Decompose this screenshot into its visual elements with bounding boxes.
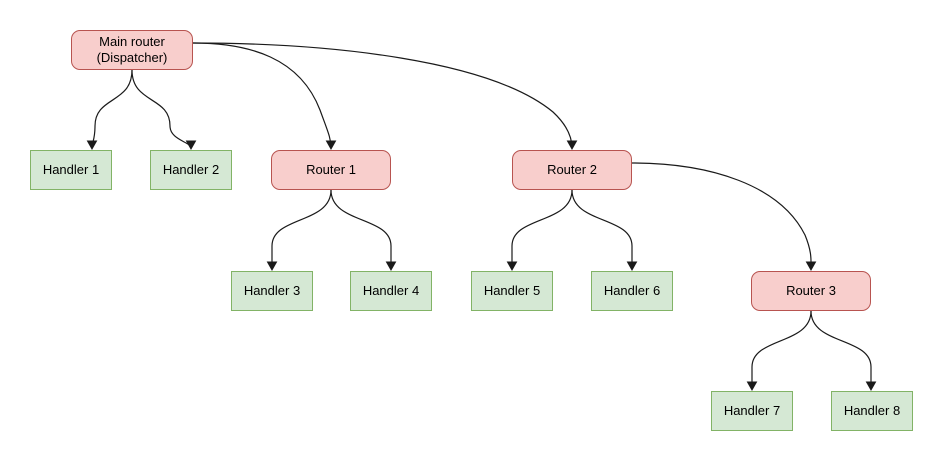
node-router-1[interactable]: Router 1	[271, 150, 391, 190]
edge-router1-handler4	[330, 189, 392, 269]
node-router-1-label: Router 1	[306, 161, 356, 177]
node-handler-3[interactable]: Handler 3	[231, 271, 313, 311]
node-handler-4[interactable]: Handler 4	[350, 271, 432, 311]
edge-router3-handler8	[810, 310, 872, 389]
node-router-2-label: Router 2	[547, 161, 597, 177]
node-handler-7[interactable]: Handler 7	[711, 391, 793, 431]
node-handler-7-label: Handler 7	[723, 402, 781, 418]
arrow-router-1-icon	[325, 140, 337, 151]
node-handler-5-label: Handler 5	[483, 282, 541, 298]
edge-router1-handler3	[271, 189, 332, 269]
arrow-handler-2-icon	[185, 140, 197, 151]
node-handler-1-label: Handler 1	[42, 161, 100, 177]
node-handler-2[interactable]: Handler 2	[150, 150, 232, 190]
arrow-handler-5-icon	[506, 261, 518, 272]
node-router-3-label: Router 3	[786, 282, 836, 298]
node-main-router-label: Main router (Dispatcher)	[96, 33, 168, 65]
node-handler-8[interactable]: Handler 8	[831, 391, 913, 431]
arrow-handler-1-icon	[86, 140, 98, 151]
arrow-router-3-icon	[805, 261, 817, 272]
edge-main-handler1	[91, 69, 133, 149]
edge-paths	[91, 42, 872, 389]
edge-main-router1	[192, 42, 332, 149]
node-handler-2-label: Handler 2	[162, 161, 220, 177]
node-handler-6-label: Handler 6	[603, 282, 661, 298]
node-router-3[interactable]: Router 3	[751, 271, 871, 311]
node-handler-8-label: Handler 8	[843, 402, 901, 418]
node-handler-6[interactable]: Handler 6	[591, 271, 673, 311]
edge-main-handler2	[131, 69, 192, 149]
node-router-2[interactable]: Router 2	[512, 150, 632, 190]
edge-router2-handler5	[511, 189, 573, 269]
node-handler-4-label: Handler 4	[362, 282, 420, 298]
arrow-router-2-icon	[566, 140, 578, 151]
arrow-handler-7-icon	[746, 381, 758, 392]
arrow-handler-4-icon	[385, 261, 397, 272]
edge-main-router2	[192, 42, 573, 149]
node-handler-1[interactable]: Handler 1	[30, 150, 112, 190]
arrow-handler-3-icon	[266, 261, 278, 272]
edge-router2-handler6	[571, 189, 633, 269]
arrow-handler-6-icon	[626, 261, 638, 272]
node-handler-3-label: Handler 3	[243, 282, 301, 298]
edge-router2-router3	[631, 162, 812, 269]
arrow-handler-8-icon	[865, 381, 877, 392]
node-main-router[interactable]: Main router (Dispatcher)	[71, 30, 193, 70]
edge-router3-handler7	[751, 310, 812, 389]
node-handler-5[interactable]: Handler 5	[471, 271, 553, 311]
